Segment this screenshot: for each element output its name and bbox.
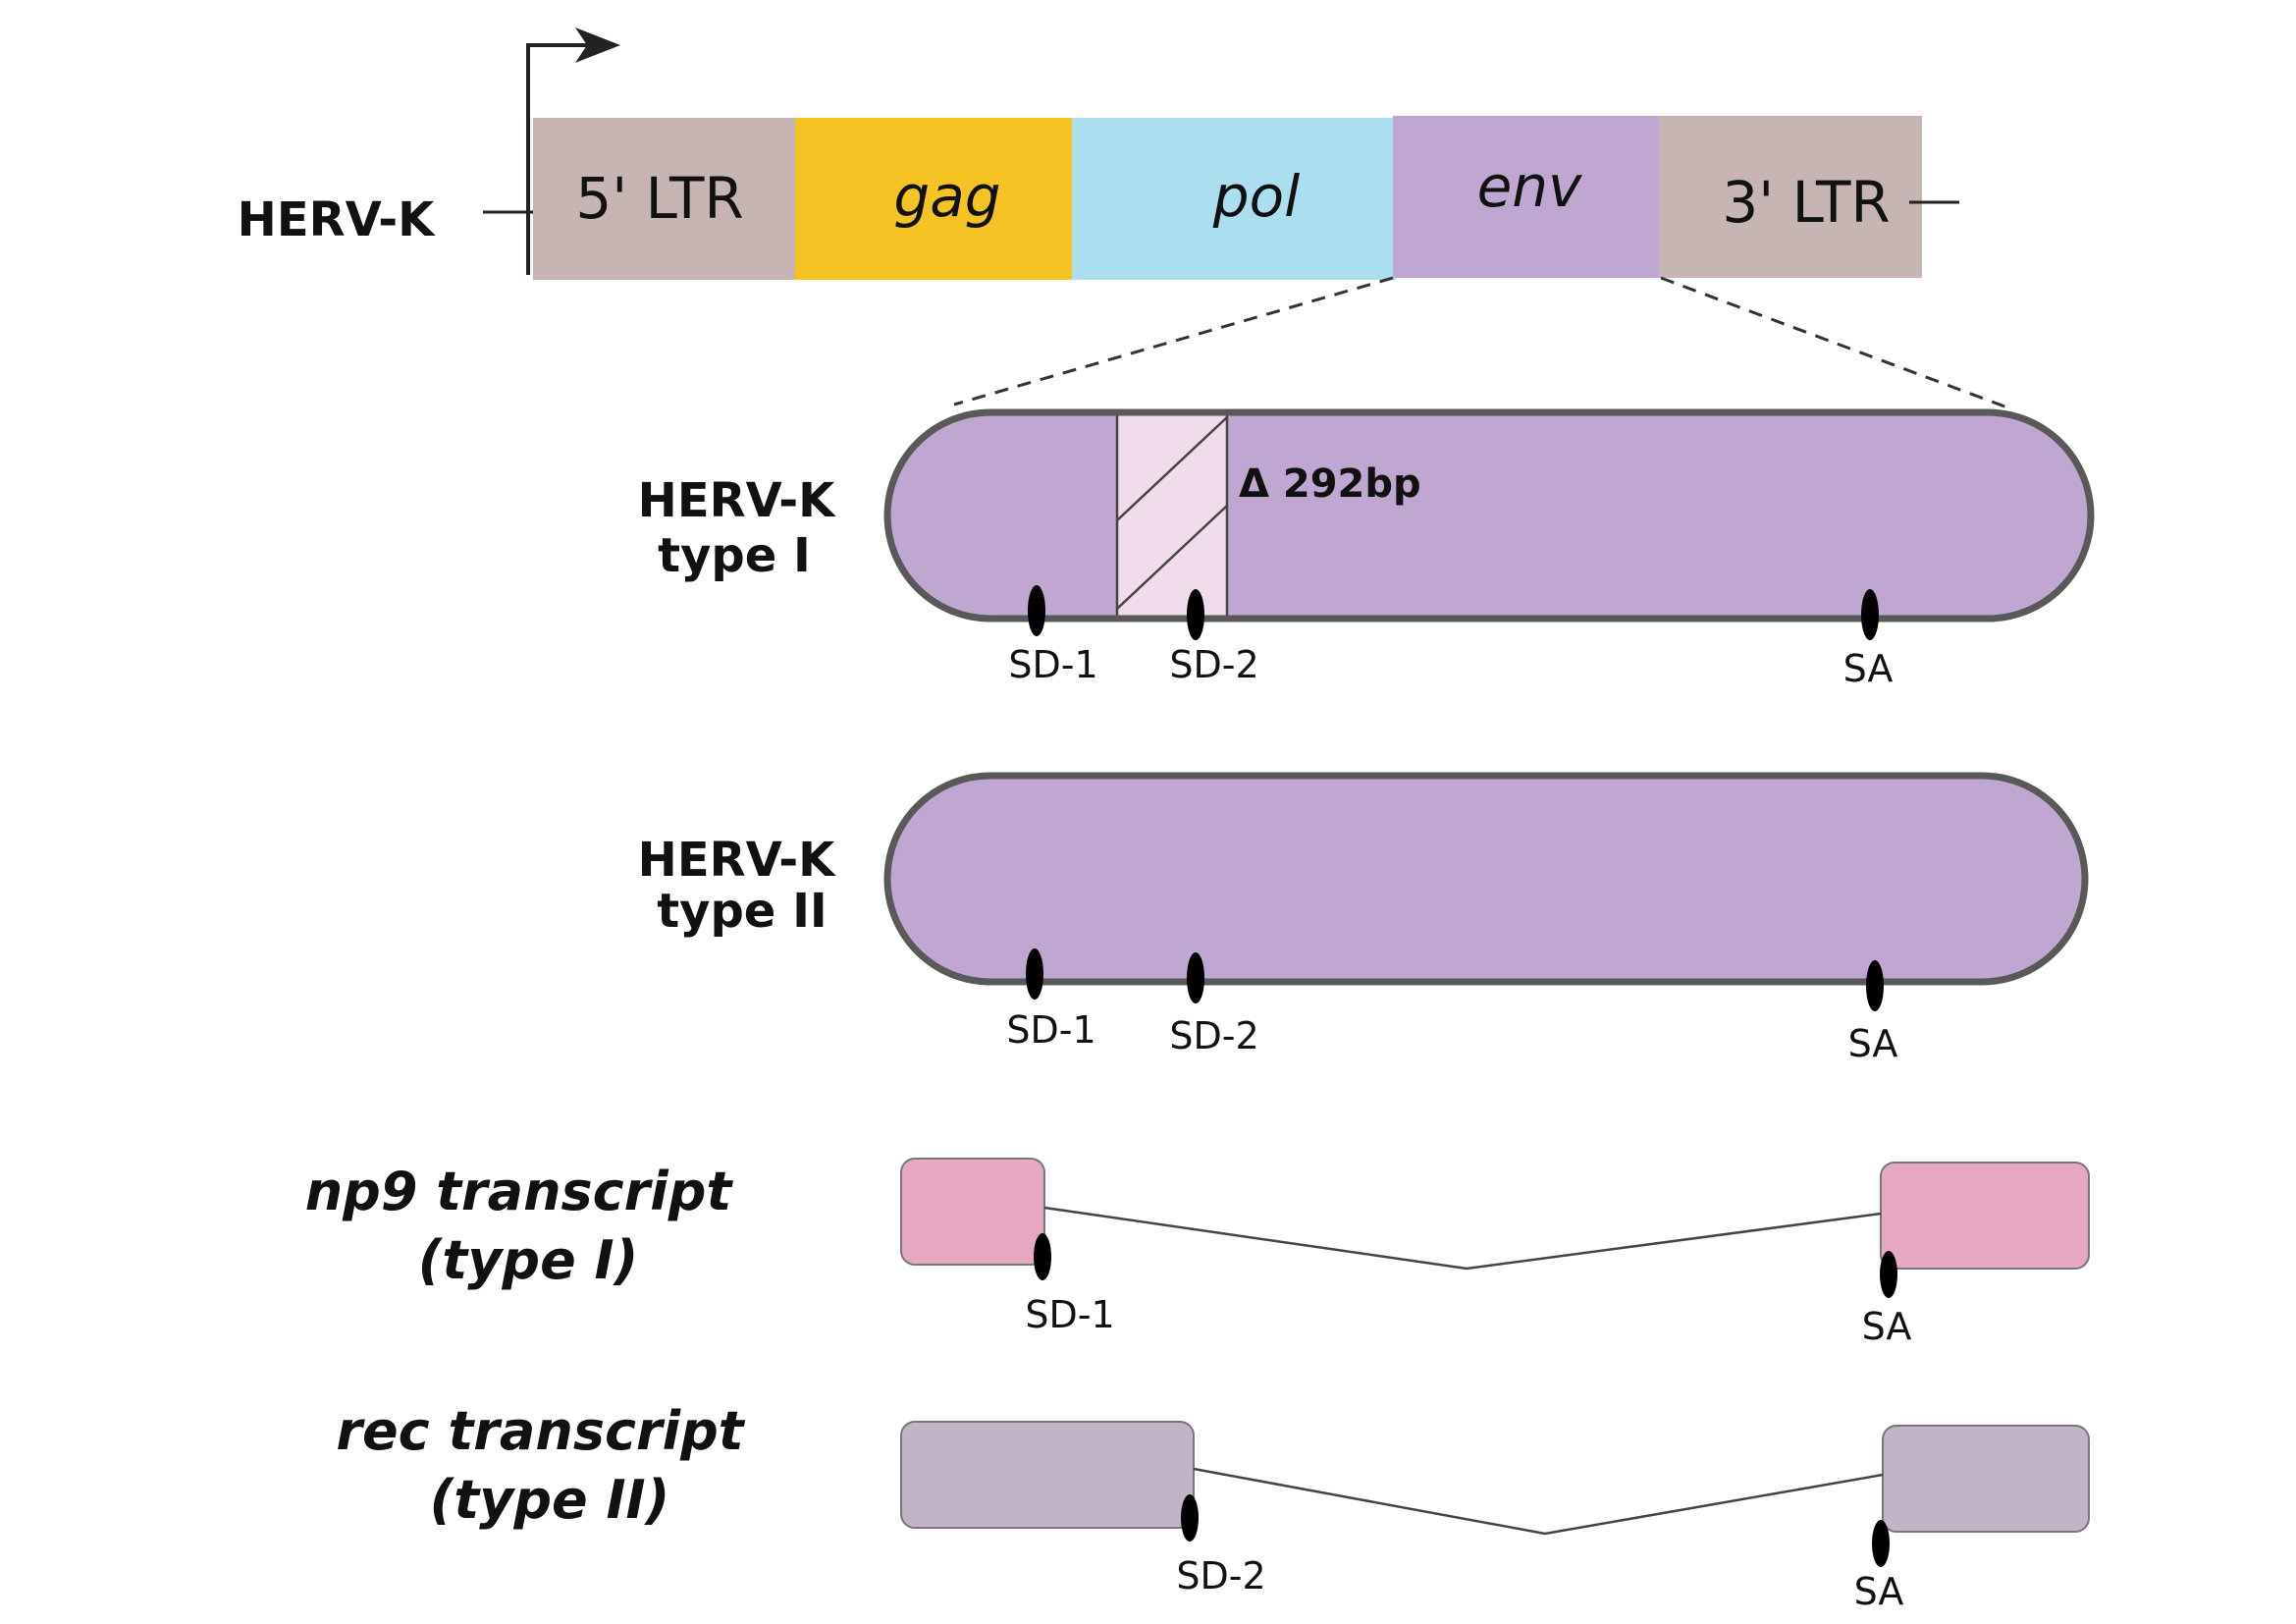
gag-segment	[795, 118, 1075, 280]
rec-intron-line	[1193, 1467, 1884, 1536]
sd1-label: SD-1	[1006, 1008, 1095, 1052]
ltr3-segment	[1659, 116, 1922, 278]
zoom-line-left	[953, 276, 1394, 406]
pol-label: pol	[1212, 163, 1300, 230]
zoom-line-right	[1660, 276, 2008, 409]
env-label: env	[1477, 153, 1583, 220]
sd2-site-marker	[1181, 1494, 1199, 1542]
env-type1: Δ 292bp SD-1 SD-2 SA HERV-K type I	[638, 408, 2095, 690]
sa-site-marker	[1861, 589, 1879, 640]
rec-exon-1	[900, 1421, 1195, 1529]
sa-label: SA	[1862, 1305, 1912, 1348]
genome-bar: 5' LTR gag pol env 3' LTR HERV-K	[238, 27, 1959, 280]
rec-exon-2	[1882, 1425, 2090, 1533]
env-segment	[1393, 116, 1661, 278]
sa-label: SA	[1854, 1570, 1904, 1613]
ltr3-label: 3' LTR	[1722, 169, 1890, 236]
env-type2-label-line1: HERV-K	[638, 833, 837, 888]
gag-label: gag	[893, 163, 1000, 230]
np9-transcript: SD-1 SA np9 transcript (type I)	[305, 1158, 2090, 1348]
sd2-site-marker	[1187, 589, 1204, 640]
rec-label-line1: rec transcript	[336, 1400, 745, 1462]
sd1-label: SD-1	[1008, 643, 1097, 686]
env-type1-bar	[887, 412, 2091, 619]
sd2-label: SD-2	[1176, 1554, 1265, 1597]
sd1-site-marker	[1028, 585, 1045, 636]
transcription-start-arrow-icon	[526, 27, 620, 275]
sd2-label: SD-2	[1169, 643, 1258, 686]
sd2-site-marker	[1187, 952, 1204, 1003]
np9-label-line1: np9 transcript	[305, 1161, 734, 1222]
np9-exon-2	[1880, 1162, 2090, 1270]
sd1-site-marker	[1034, 1233, 1051, 1280]
env-type1-outline	[883, 408, 2095, 623]
np9-exon-1	[900, 1158, 1045, 1266]
rec-transcript: SD-2 SA rec transcript (type II)	[336, 1400, 2090, 1613]
sd1-label: SD-1	[1025, 1293, 1114, 1336]
env-type2-label-line2: type II	[657, 884, 828, 939]
sa-label: SA	[1848, 1022, 1898, 1065]
rec-label-line2: (type II)	[430, 1469, 670, 1531]
sd1-site-marker	[1026, 948, 1043, 1000]
deletion-region	[1115, 412, 1229, 619]
ltr5-segment	[533, 118, 798, 280]
env-type1-label-line1: HERV-K	[638, 473, 837, 528]
env-type1-label-line2: type I	[658, 528, 811, 583]
env-type2-bar	[883, 772, 2089, 986]
sa-site-marker	[1872, 1520, 1890, 1567]
pol-segment	[1072, 118, 1396, 280]
sa-site-marker	[1880, 1251, 1897, 1298]
env-type2: SD-1 SD-2 SA HERV-K type II	[638, 772, 2089, 1065]
deletion-label: Δ 292bp	[1239, 461, 1421, 507]
sd2-label: SD-2	[1169, 1014, 1258, 1057]
sa-label: SA	[1843, 647, 1894, 690]
np9-label-line2: (type I)	[418, 1229, 639, 1291]
sa-site-marker	[1866, 960, 1884, 1011]
ltr5-label: 5' LTR	[575, 165, 743, 232]
np9-intron-line	[1043, 1206, 1882, 1271]
genome-label: HERV-K	[238, 192, 437, 247]
